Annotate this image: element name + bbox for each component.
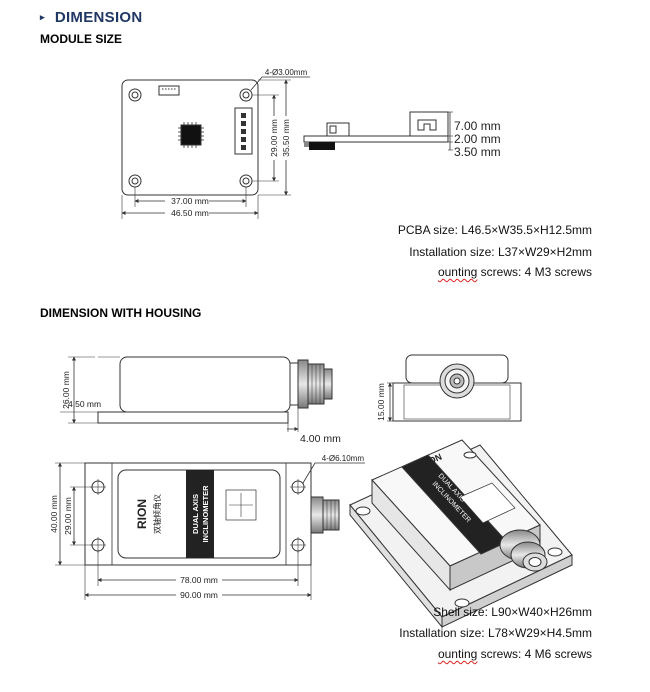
housing-label-line2: INCLINOMETER: [201, 485, 210, 543]
end-dim-height: 15.00 mm: [376, 383, 386, 421]
section-title: ▸ DIMENSION: [40, 9, 143, 26]
module-dim-width-inner: 37.00 mm: [171, 196, 209, 206]
housing-subtitle: DIMENSION WITH HOUSING: [40, 306, 202, 320]
housing-dim-height: 26.00 mm: [61, 371, 71, 409]
housing-label-cn: 双轴倾角仪: [152, 494, 162, 534]
housing-isometric-view: [349, 439, 573, 629]
housing-spec-screws-prefix: ounting: [437, 647, 478, 661]
housing-hole-label: 4-Ø6.10mm: [322, 454, 365, 463]
section-marker-icon: ▸: [40, 12, 45, 22]
cable-gland-icon: [499, 529, 548, 572]
housing-top-view: [55, 462, 365, 600]
module-spec-pcba: PCBA size: L46.5×W35.5×H12.5mm: [397, 223, 592, 237]
module-spec-screws-prefix: ounting: [437, 265, 478, 279]
housing-front-view: [60, 356, 333, 432]
module-dim-width-outer: 46.50 mm: [171, 208, 209, 218]
housing-dim-height-outer: 40.00 mm: [49, 495, 59, 533]
housing-spec-screws-rest: screws: 4 M6 screws: [477, 647, 592, 661]
housing-end-view: [387, 354, 522, 422]
module-spec-screws: ounting screws: 4 M3 screws: [438, 265, 592, 279]
housing-dim-width-outer: 90.00 mm: [180, 590, 218, 600]
housing-spec-install: Installation size: L78×W29×H4.5mm: [399, 626, 592, 640]
side-dim-7: 7.00 mm: [454, 119, 501, 133]
module-size-subtitle: MODULE SIZE: [40, 32, 123, 46]
module-dim-height-inner: 29.00 mm: [269, 119, 279, 157]
housing-dim-width-inner: 78.00 mm: [180, 575, 218, 585]
housing-spec-shell: Shell size: L90×W40×H26mm: [433, 605, 592, 619]
chip-icon: [180, 124, 202, 146]
housing-dim-height-inner: 29.00 mm: [63, 497, 73, 535]
side-dim-2: 2.00 mm: [454, 132, 501, 146]
side-dim-3-5: 3.50 mm: [454, 145, 501, 159]
housing-brand-logo: RION: [135, 499, 149, 529]
housing-dim-flange: 4.50 mm: [68, 399, 101, 409]
module-spec-screws-rest: screws: 4 M3 screws: [477, 265, 592, 279]
module-hole-label: 4-Ø3.00mm: [265, 68, 308, 77]
module-side-view: [303, 111, 453, 151]
module-spec-install: Installation size: L37×W29×H2mm: [409, 245, 592, 259]
module-dim-height-outer: 35.50 mm: [281, 119, 291, 157]
housing-dim-depth: 4.00 mm: [300, 433, 341, 445]
section-title-text: DIMENSION: [54, 9, 143, 26]
module-top-view: [121, 76, 310, 219]
housing-label-line1: DUAL AXIS: [191, 494, 200, 534]
housing-spec-screws: ounting screws: 4 M6 screws: [438, 647, 592, 661]
